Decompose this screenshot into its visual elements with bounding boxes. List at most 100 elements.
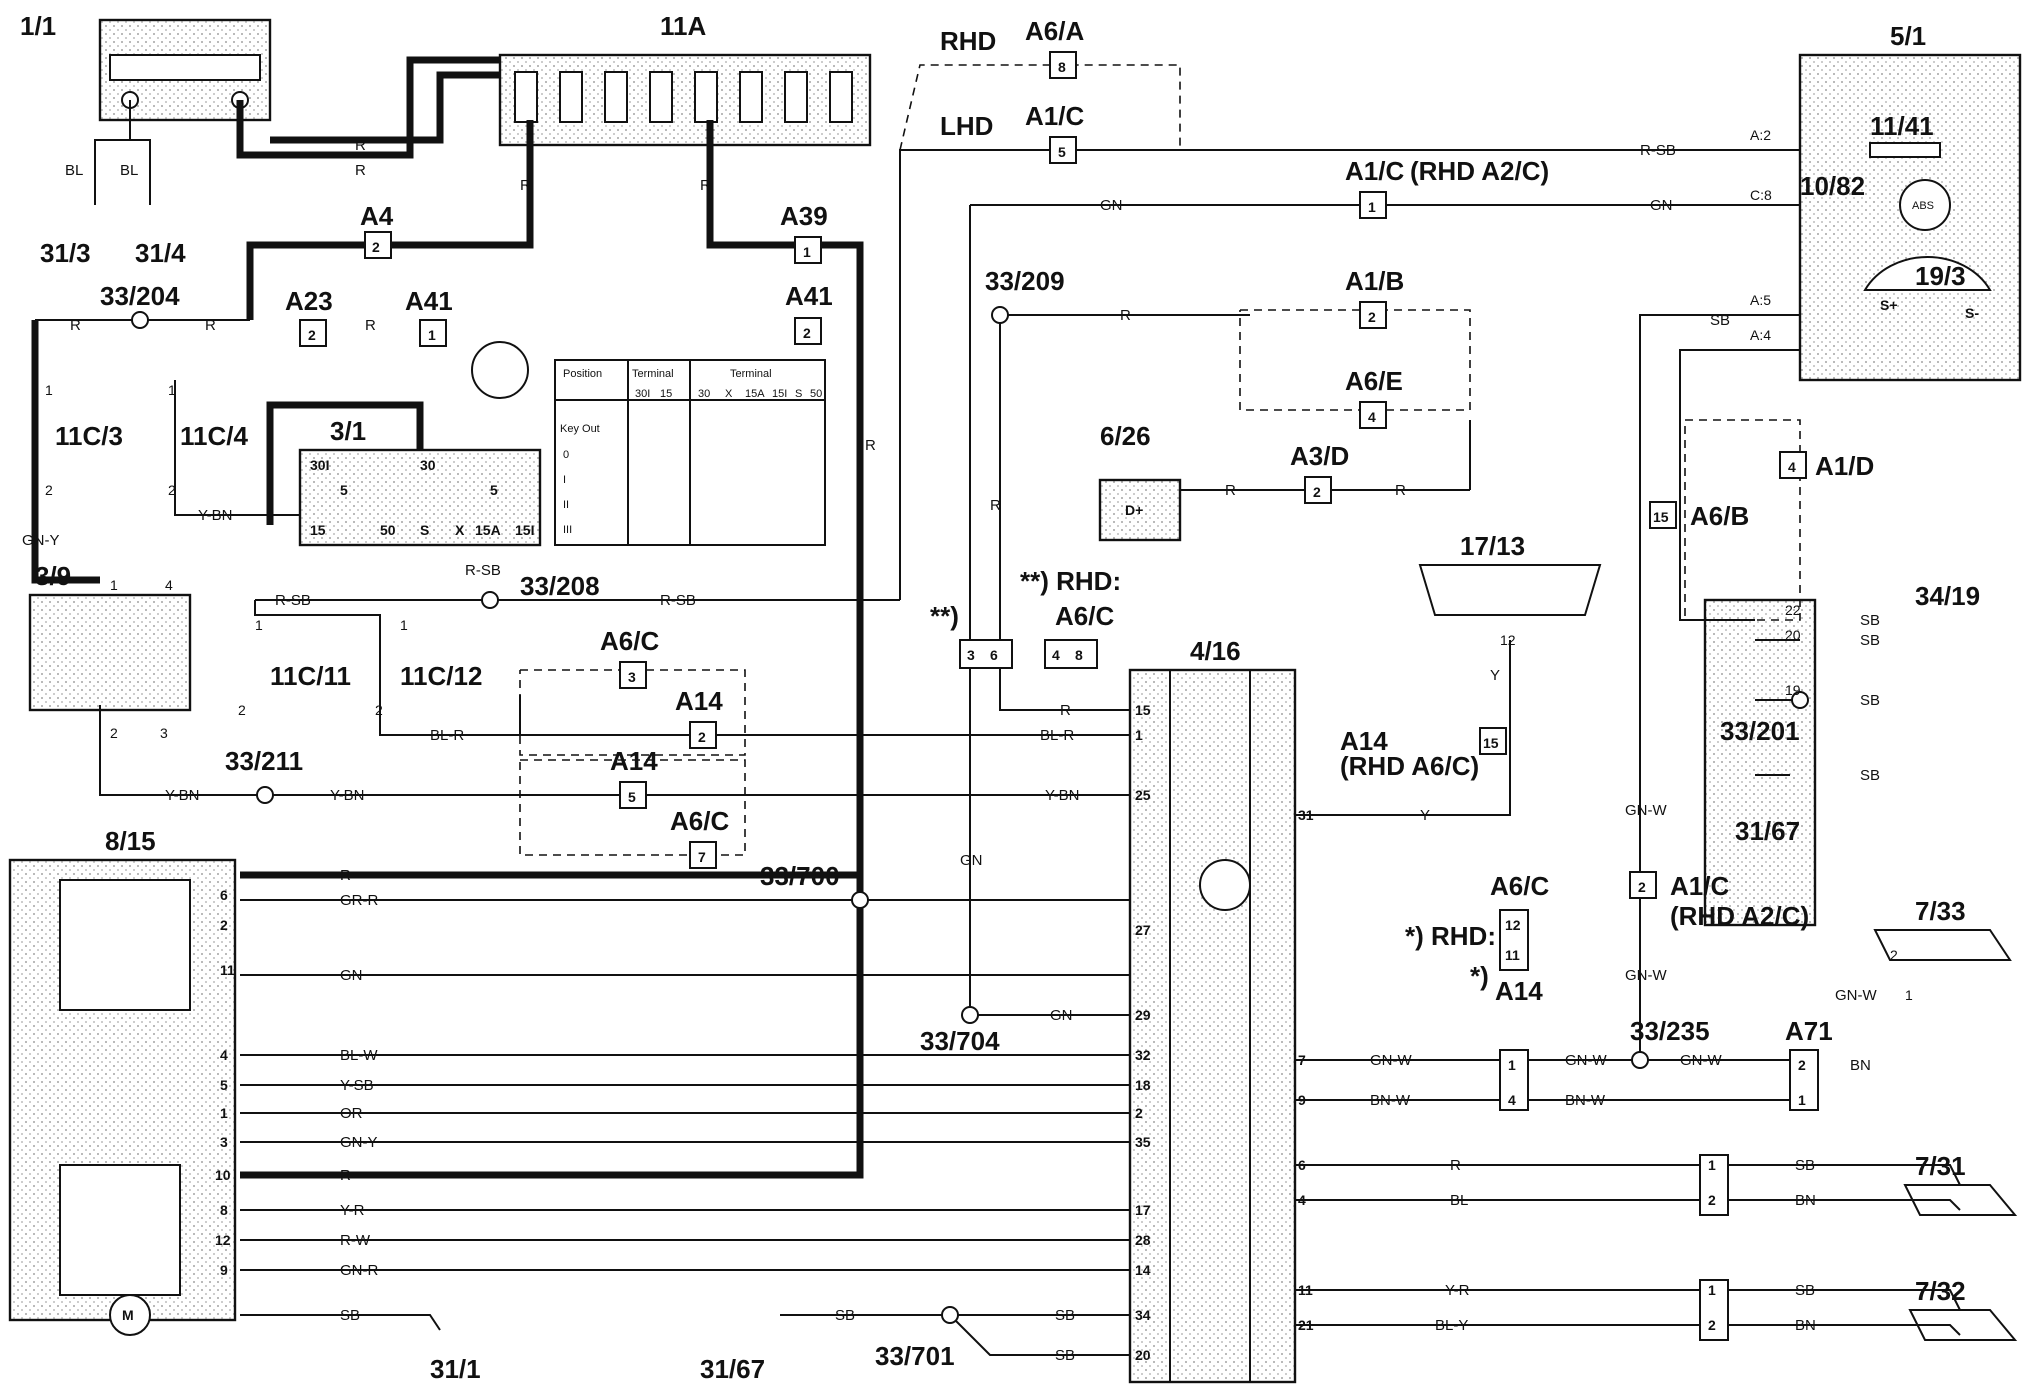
wire-label: R	[1225, 482, 1236, 499]
pin-number: 2	[45, 482, 53, 498]
wire-label: Y-R	[1445, 1282, 1470, 1299]
label-17-13: 17/13	[1460, 531, 1525, 561]
table-row-label: II	[563, 499, 569, 511]
pin-number: 15	[1135, 702, 1151, 718]
pin-label: X	[455, 522, 465, 538]
pin-number: 2	[220, 917, 228, 933]
pin-number: 7	[698, 849, 706, 865]
wire-label: BN-W	[1370, 1092, 1411, 1109]
pin-number: 2	[110, 725, 118, 741]
wire-label: GN	[1650, 197, 1673, 214]
wire-label: GN	[1050, 1007, 1073, 1024]
pin-number: 5	[1058, 144, 1066, 160]
wire-label: OR	[340, 1105, 363, 1122]
wire-label: SB	[1860, 632, 1880, 649]
pin-number: 14	[1135, 1262, 1151, 1278]
pin-number: 12	[1500, 632, 1516, 648]
pin-label: A:2	[1750, 127, 1771, 143]
wire-label: BN	[1795, 1317, 1816, 1334]
table-col-label: 15	[660, 388, 672, 400]
label-ground-31-67a: 31/67	[700, 1354, 765, 1384]
wire-label: R	[205, 317, 216, 334]
label-ground-31-1: 31/1	[430, 1354, 481, 1384]
label-A1-B: A1/B	[1345, 266, 1404, 296]
table-col-label: 30I	[635, 388, 650, 400]
label-A14-b: A14	[610, 746, 658, 776]
wire-label: R	[1450, 1157, 1461, 1174]
wire-label: SB	[1710, 312, 1730, 329]
wire-label: R	[70, 317, 81, 334]
pin-number: 1	[1798, 1092, 1806, 1108]
label-note-star2: **)	[930, 601, 959, 631]
pin-label: ABS	[1912, 200, 1934, 212]
component-6-26-alternator	[1098, 478, 1182, 542]
table-row-label: I	[563, 474, 566, 486]
pin-label: 50	[380, 522, 396, 538]
wire-label: GN-W	[1565, 1052, 1607, 1069]
label-splice-33-701: 33/701	[875, 1341, 955, 1371]
component-3-9-relay	[28, 593, 192, 712]
pin-number: 3	[628, 669, 636, 685]
pin-number: 4	[1052, 647, 1060, 663]
label-A6-C-c: A6/C	[1055, 601, 1114, 631]
pin-number: 31	[1298, 807, 1314, 823]
component-34-19-connector	[1703, 598, 1817, 927]
pin-number: 4	[1368, 409, 1376, 425]
pin-number: 3	[967, 647, 975, 663]
label-ground-31-4: 31/4	[135, 238, 186, 268]
thick-power-wires	[31, 56, 864, 1179]
pin-number: 1	[803, 244, 811, 260]
wire-label: R	[1120, 307, 1131, 324]
pin-number: 34	[1135, 1307, 1151, 1323]
component-8-15-relay-unit	[8, 858, 237, 1336]
pin-number: 2	[1708, 1192, 1716, 1208]
wire-label: R	[990, 497, 1001, 514]
pin-number: 1	[1708, 1282, 1716, 1298]
pin-label: 30	[420, 457, 436, 473]
component-11A-fuse-box	[498, 53, 872, 147]
pin-number: 5	[220, 1077, 228, 1093]
label-splice-33-704: 33/704	[920, 1026, 1000, 1056]
pin-number: 4	[1298, 1192, 1306, 1208]
pin-label: 30I	[310, 457, 329, 473]
pin-number: 2	[308, 327, 316, 343]
label-A6-C-d: A6/C	[1490, 871, 1549, 901]
pin-number: 28	[1135, 1232, 1151, 1248]
pin-label: 15I	[515, 522, 534, 538]
wire-label: Y-SB	[340, 1077, 374, 1094]
pin-label: S+	[1880, 297, 1898, 313]
label-8-15: 8/15	[105, 826, 156, 856]
wire-label: GN	[960, 852, 983, 869]
wire-label: R-SB	[660, 592, 696, 609]
wire-label: R	[340, 867, 351, 884]
wire-label: SB	[1860, 767, 1880, 784]
label-A1-C-a: A1/C	[1025, 101, 1084, 131]
pin-number: 4	[165, 577, 173, 593]
wire-label: BL-W	[340, 1047, 378, 1064]
label-note-star: *)	[1470, 961, 1489, 991]
label-splice-33-208: 33/208	[520, 571, 600, 601]
component-17-13-diagnostic-connector	[1418, 564, 1602, 616]
label-rhd-note-a: **) RHD:	[1020, 566, 1121, 596]
label-rhd-note-b: *) RHD:	[1405, 921, 1496, 951]
pin-number: 1	[220, 1105, 228, 1121]
wire-label: BL	[120, 162, 138, 179]
pin-number: 1	[168, 382, 176, 398]
label-A1-C-b: A1/C	[1345, 156, 1404, 186]
pin-label: C:8	[1750, 187, 1772, 203]
splices	[131, 306, 1809, 1324]
label-lhd: LHD	[940, 111, 993, 141]
label-rhd-a2c-a: (RHD A2/C)	[1410, 156, 1549, 186]
pin-number: 1	[400, 617, 408, 633]
wire-label: BN	[1795, 1192, 1816, 1209]
pin-number: 11	[220, 962, 235, 978]
label-A6-E: A6/E	[1345, 366, 1403, 396]
label-A23: A23	[285, 286, 333, 316]
label-5-1: 5/1	[1890, 21, 1926, 51]
pin-label: A:5	[1750, 292, 1771, 308]
component-7-32-sensor	[1908, 1309, 2018, 1341]
wire-label: GN	[1100, 197, 1123, 214]
wire-label: GN-W	[1625, 802, 1667, 819]
wire-label: R-SB	[275, 592, 311, 609]
label-A6-C-a: A6/C	[600, 626, 659, 656]
